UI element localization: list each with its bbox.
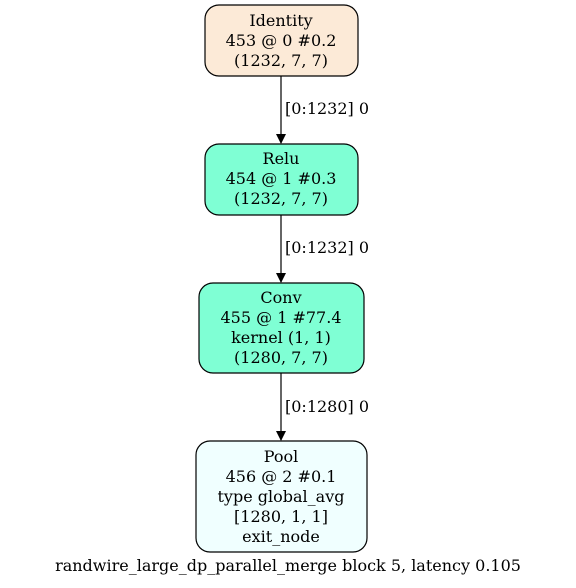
node-pool-line-2: 456 @ 2 #0.1 (226, 467, 337, 486)
node-conv-line-2: 455 @ 1 #77.4 (220, 308, 341, 327)
edge-conv-pool-label: [0:1280] 0 (285, 397, 369, 416)
node-pool: Pool 456 @ 2 #0.1 type global_avg [1280,… (195, 440, 368, 553)
edge-relu-conv-label: [0:1232] 0 (285, 238, 369, 257)
node-pool-line-1: Pool (264, 447, 299, 466)
node-pool-line-4: [1280, 1, 1] (234, 507, 328, 526)
node-pool-line-5: exit_node (242, 527, 320, 546)
node-identity-line-3: (1232, 7, 7) (234, 51, 328, 70)
edge-identity-relu: [0:1232] 0 (276, 76, 369, 144)
diagram-caption: randwire_large_dp_parallel_merge block 5… (55, 556, 521, 575)
node-conv-line-4: (1280, 7, 7) (234, 348, 328, 367)
node-pool-line-3: type global_avg (218, 487, 345, 506)
node-conv-line-1: Conv (260, 288, 301, 307)
node-relu-line-2: 454 @ 1 #0.3 (226, 169, 337, 188)
edge-identity-relu-label: [0:1232] 0 (285, 99, 369, 118)
node-relu: Relu 454 @ 1 #0.3 (1232, 7, 7) (204, 143, 359, 216)
node-pool-box (195, 440, 368, 553)
edge-relu-conv: [0:1232] 0 (276, 215, 369, 283)
node-conv: Conv 455 @ 1 #77.4 kernel (1, 1) (1280, … (198, 282, 365, 374)
edge-conv-pool: [0:1280] 0 (276, 373, 369, 441)
node-identity-line-1: Identity (249, 11, 312, 30)
node-relu-line-1: Relu (263, 149, 300, 168)
node-identity: Identity 453 @ 0 #0.2 (1232, 7, 7) (204, 4, 359, 77)
node-identity-line-2: 453 @ 0 #0.2 (226, 31, 337, 50)
node-conv-line-3: kernel (1, 1) (231, 328, 331, 347)
node-relu-line-3: (1232, 7, 7) (234, 189, 328, 208)
